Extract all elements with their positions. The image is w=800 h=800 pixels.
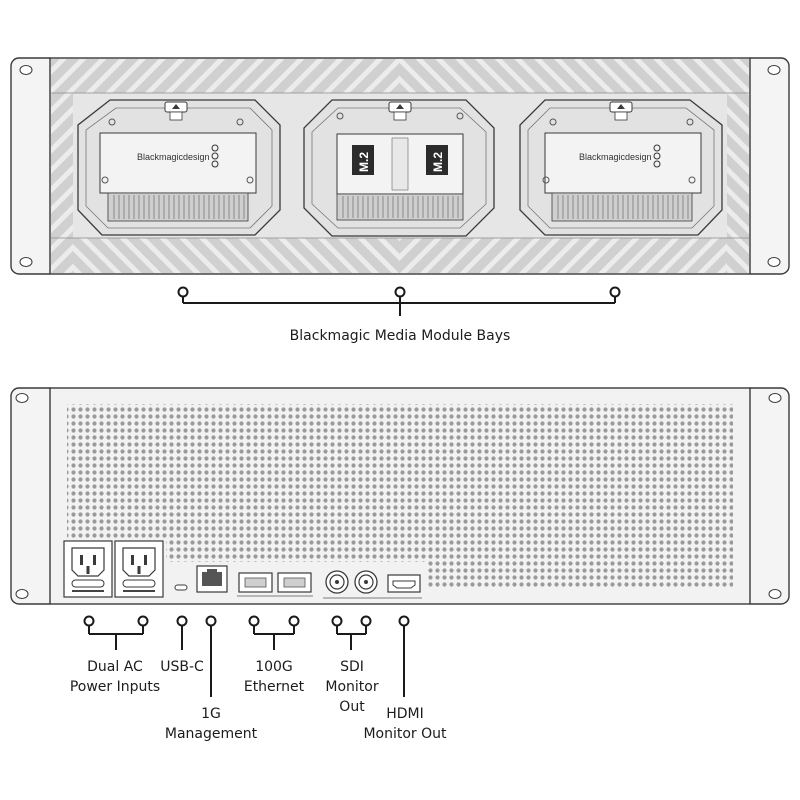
rack-mount-hole [768, 393, 782, 403]
brand-logo: Blackmagicdesign [137, 152, 210, 162]
sdi-monitor-out-label: SDI Monitor Out [325, 659, 379, 715]
mgmt-leader [205, 615, 217, 697]
rack-mount-hole [19, 257, 33, 267]
sdi-leader [331, 615, 372, 650]
m2-logo: M.2 [431, 152, 445, 172]
rear-panel [10, 387, 790, 605]
m2-logo: M.2 [357, 152, 371, 172]
power-switch[interactable] [122, 579, 156, 588]
power-leader [83, 615, 149, 650]
dual-ac-power-label: Dual AC Power Inputs [69, 659, 161, 695]
media-module[interactable] [544, 132, 702, 194]
module-heatsink [336, 193, 464, 221]
rack-mount-hole [19, 65, 33, 75]
leader-dot [394, 286, 406, 298]
bays-leader-line [177, 286, 621, 316]
rear-vent-grille [426, 540, 733, 588]
rack-mount-hole [15, 589, 29, 599]
rear-vent-grille [166, 540, 426, 562]
rack-mount-hole [768, 589, 782, 599]
leader-dot [177, 286, 189, 298]
usb-c-port[interactable] [174, 584, 188, 591]
media-module[interactable] [99, 132, 257, 194]
ac-power-input-2[interactable] [114, 540, 164, 598]
media-module-bay-1[interactable]: Blackmagicdesign [77, 99, 281, 236]
hdmi-leader [398, 615, 410, 697]
front-bottom-grille [51, 238, 400, 273]
rack-mount-hole [15, 393, 29, 403]
leader-dot [609, 286, 621, 298]
front-top-grille [400, 59, 749, 93]
m2-slot[interactable] [426, 145, 448, 175]
media-module-bay-3[interactable]: Blackmagicdesign [519, 99, 723, 236]
front-top-grille [51, 59, 400, 93]
brand-logo: Blackmagicdesign [579, 152, 652, 162]
front-bottom-grille [400, 238, 749, 273]
rear-leader-lines [83, 615, 410, 697]
1g-management-port[interactable] [196, 565, 228, 593]
module-heatsink [107, 192, 249, 222]
rack-mount-hole [767, 257, 781, 267]
1g-management-label: 1G Management [164, 706, 258, 742]
sdi-monitor-out-1[interactable] [325, 570, 349, 594]
100g-ethernet-label: 100G Ethernet [243, 659, 305, 695]
power-switch[interactable] [71, 579, 105, 588]
media-module-bays-label: Blackmagic Media Module Bays [289, 328, 511, 344]
module-heatsink [551, 192, 693, 222]
hdmi-monitor-out-label: HDMI Monitor Out [363, 706, 447, 742]
sdi-monitor-out-2[interactable] [354, 570, 378, 594]
media-module-bay-2[interactable]: M.2 M.2 [303, 99, 495, 237]
ethernet-leader [248, 615, 300, 650]
front-panel: Blackmagicdesign M.2 M.2 [10, 57, 790, 275]
rack-mount-hole [767, 65, 781, 75]
rear-vent-grille [67, 404, 733, 540]
m2-slot[interactable] [352, 145, 374, 175]
usbc-leader [176, 615, 188, 650]
hdmi-monitor-out-port[interactable] [387, 574, 421, 593]
usb-c-label: USB-C [160, 659, 204, 675]
ac-power-input-1[interactable] [63, 540, 113, 598]
